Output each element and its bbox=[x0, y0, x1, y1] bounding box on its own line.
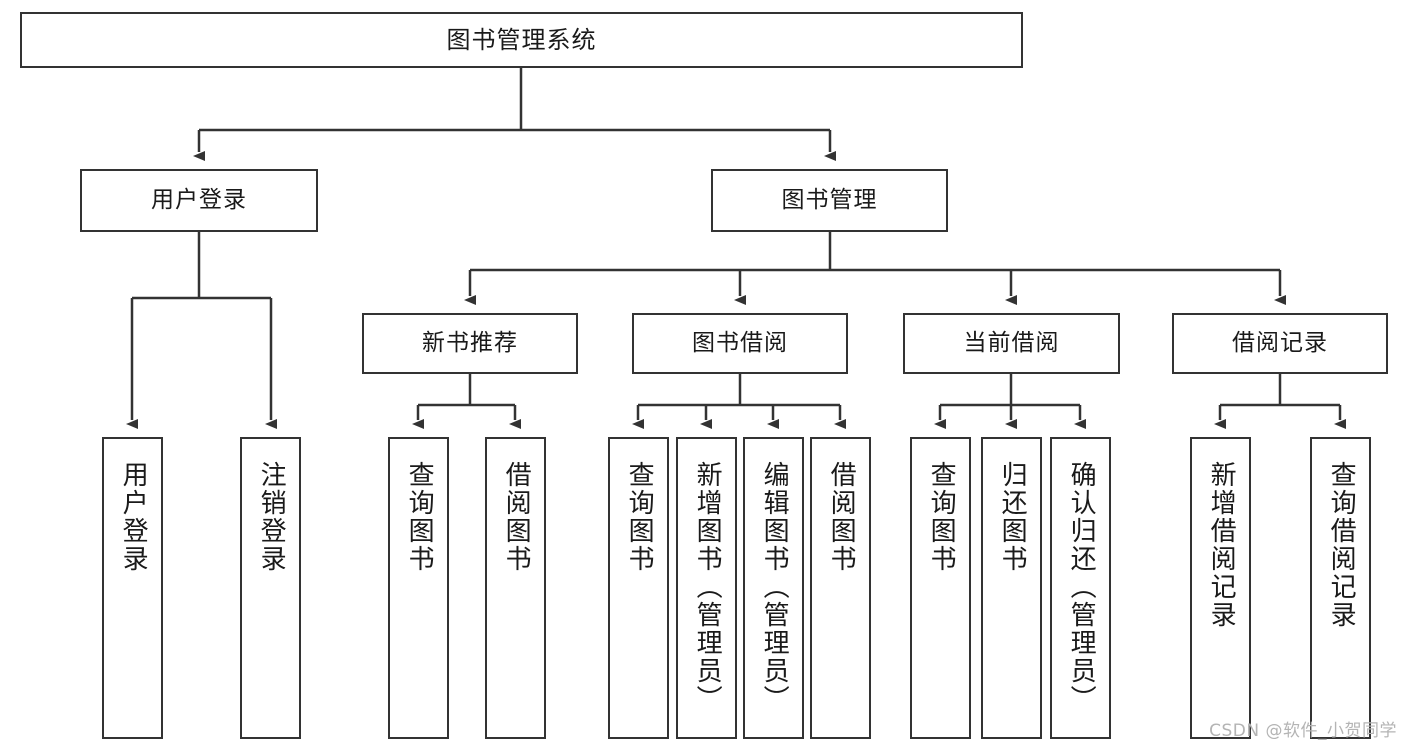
node-leaf-edit-book-admin[interactable]: 编辑图书（管理员） bbox=[743, 437, 804, 739]
leaf-label: 查询图书 bbox=[404, 461, 435, 573]
node-leaf-borrow-book[interactable]: 借阅图书 bbox=[810, 437, 871, 739]
node-leaf-user-login[interactable]: 用户登录 bbox=[102, 437, 163, 739]
node-leaf-return-book[interactable]: 归还图书 bbox=[981, 437, 1042, 739]
node-leaf-add-borrow-record[interactable]: 新增借阅记录 bbox=[1190, 437, 1251, 739]
leaf-label: 编辑图书（管理员） bbox=[759, 461, 790, 713]
leaf-label: 归还图书 bbox=[997, 461, 1028, 573]
node-leaf-query-borrow-record[interactable]: 查询借阅记录 bbox=[1310, 437, 1371, 739]
csdn-watermark: CSDN @软件_小贺同学 bbox=[1209, 721, 1397, 741]
leaf-label: 查询图书 bbox=[624, 461, 655, 573]
node-borrow-record[interactable]: 借阅记录 bbox=[1172, 313, 1388, 374]
leaf-label: 用户登录 bbox=[118, 461, 149, 573]
leaf-label: 查询借阅记录 bbox=[1326, 461, 1357, 629]
node-leaf-query-book-borrow[interactable]: 查询图书 bbox=[608, 437, 669, 739]
leaf-label: 注销登录 bbox=[256, 461, 287, 573]
node-book-manage[interactable]: 图书管理 bbox=[711, 169, 948, 232]
leaf-label: 新增图书（管理员） bbox=[692, 461, 723, 713]
node-leaf-confirm-return-admin[interactable]: 确认归还（管理员） bbox=[1050, 437, 1111, 739]
leaf-label: 新增借阅记录 bbox=[1206, 461, 1237, 629]
node-book-borrow[interactable]: 图书借阅 bbox=[632, 313, 848, 374]
node-leaf-query-book-recommend[interactable]: 查询图书 bbox=[388, 437, 449, 739]
node-leaf-add-book-admin[interactable]: 新增图书（管理员） bbox=[676, 437, 737, 739]
node-leaf-borrow-book-recommend[interactable]: 借阅图书 bbox=[485, 437, 546, 739]
leaf-label: 查询图书 bbox=[926, 461, 957, 573]
node-new-book-recommend[interactable]: 新书推荐 bbox=[362, 313, 578, 374]
leaf-label: 确认归还（管理员） bbox=[1066, 461, 1097, 713]
leaf-label: 借阅图书 bbox=[826, 461, 857, 573]
node-current-borrow[interactable]: 当前借阅 bbox=[903, 313, 1120, 374]
leaf-label: 借阅图书 bbox=[501, 461, 532, 573]
node-leaf-query-book-current[interactable]: 查询图书 bbox=[910, 437, 971, 739]
node-root-system[interactable]: 图书管理系统 bbox=[20, 12, 1023, 68]
node-leaf-user-logout[interactable]: 注销登录 bbox=[240, 437, 301, 739]
node-user-login[interactable]: 用户登录 bbox=[80, 169, 318, 232]
